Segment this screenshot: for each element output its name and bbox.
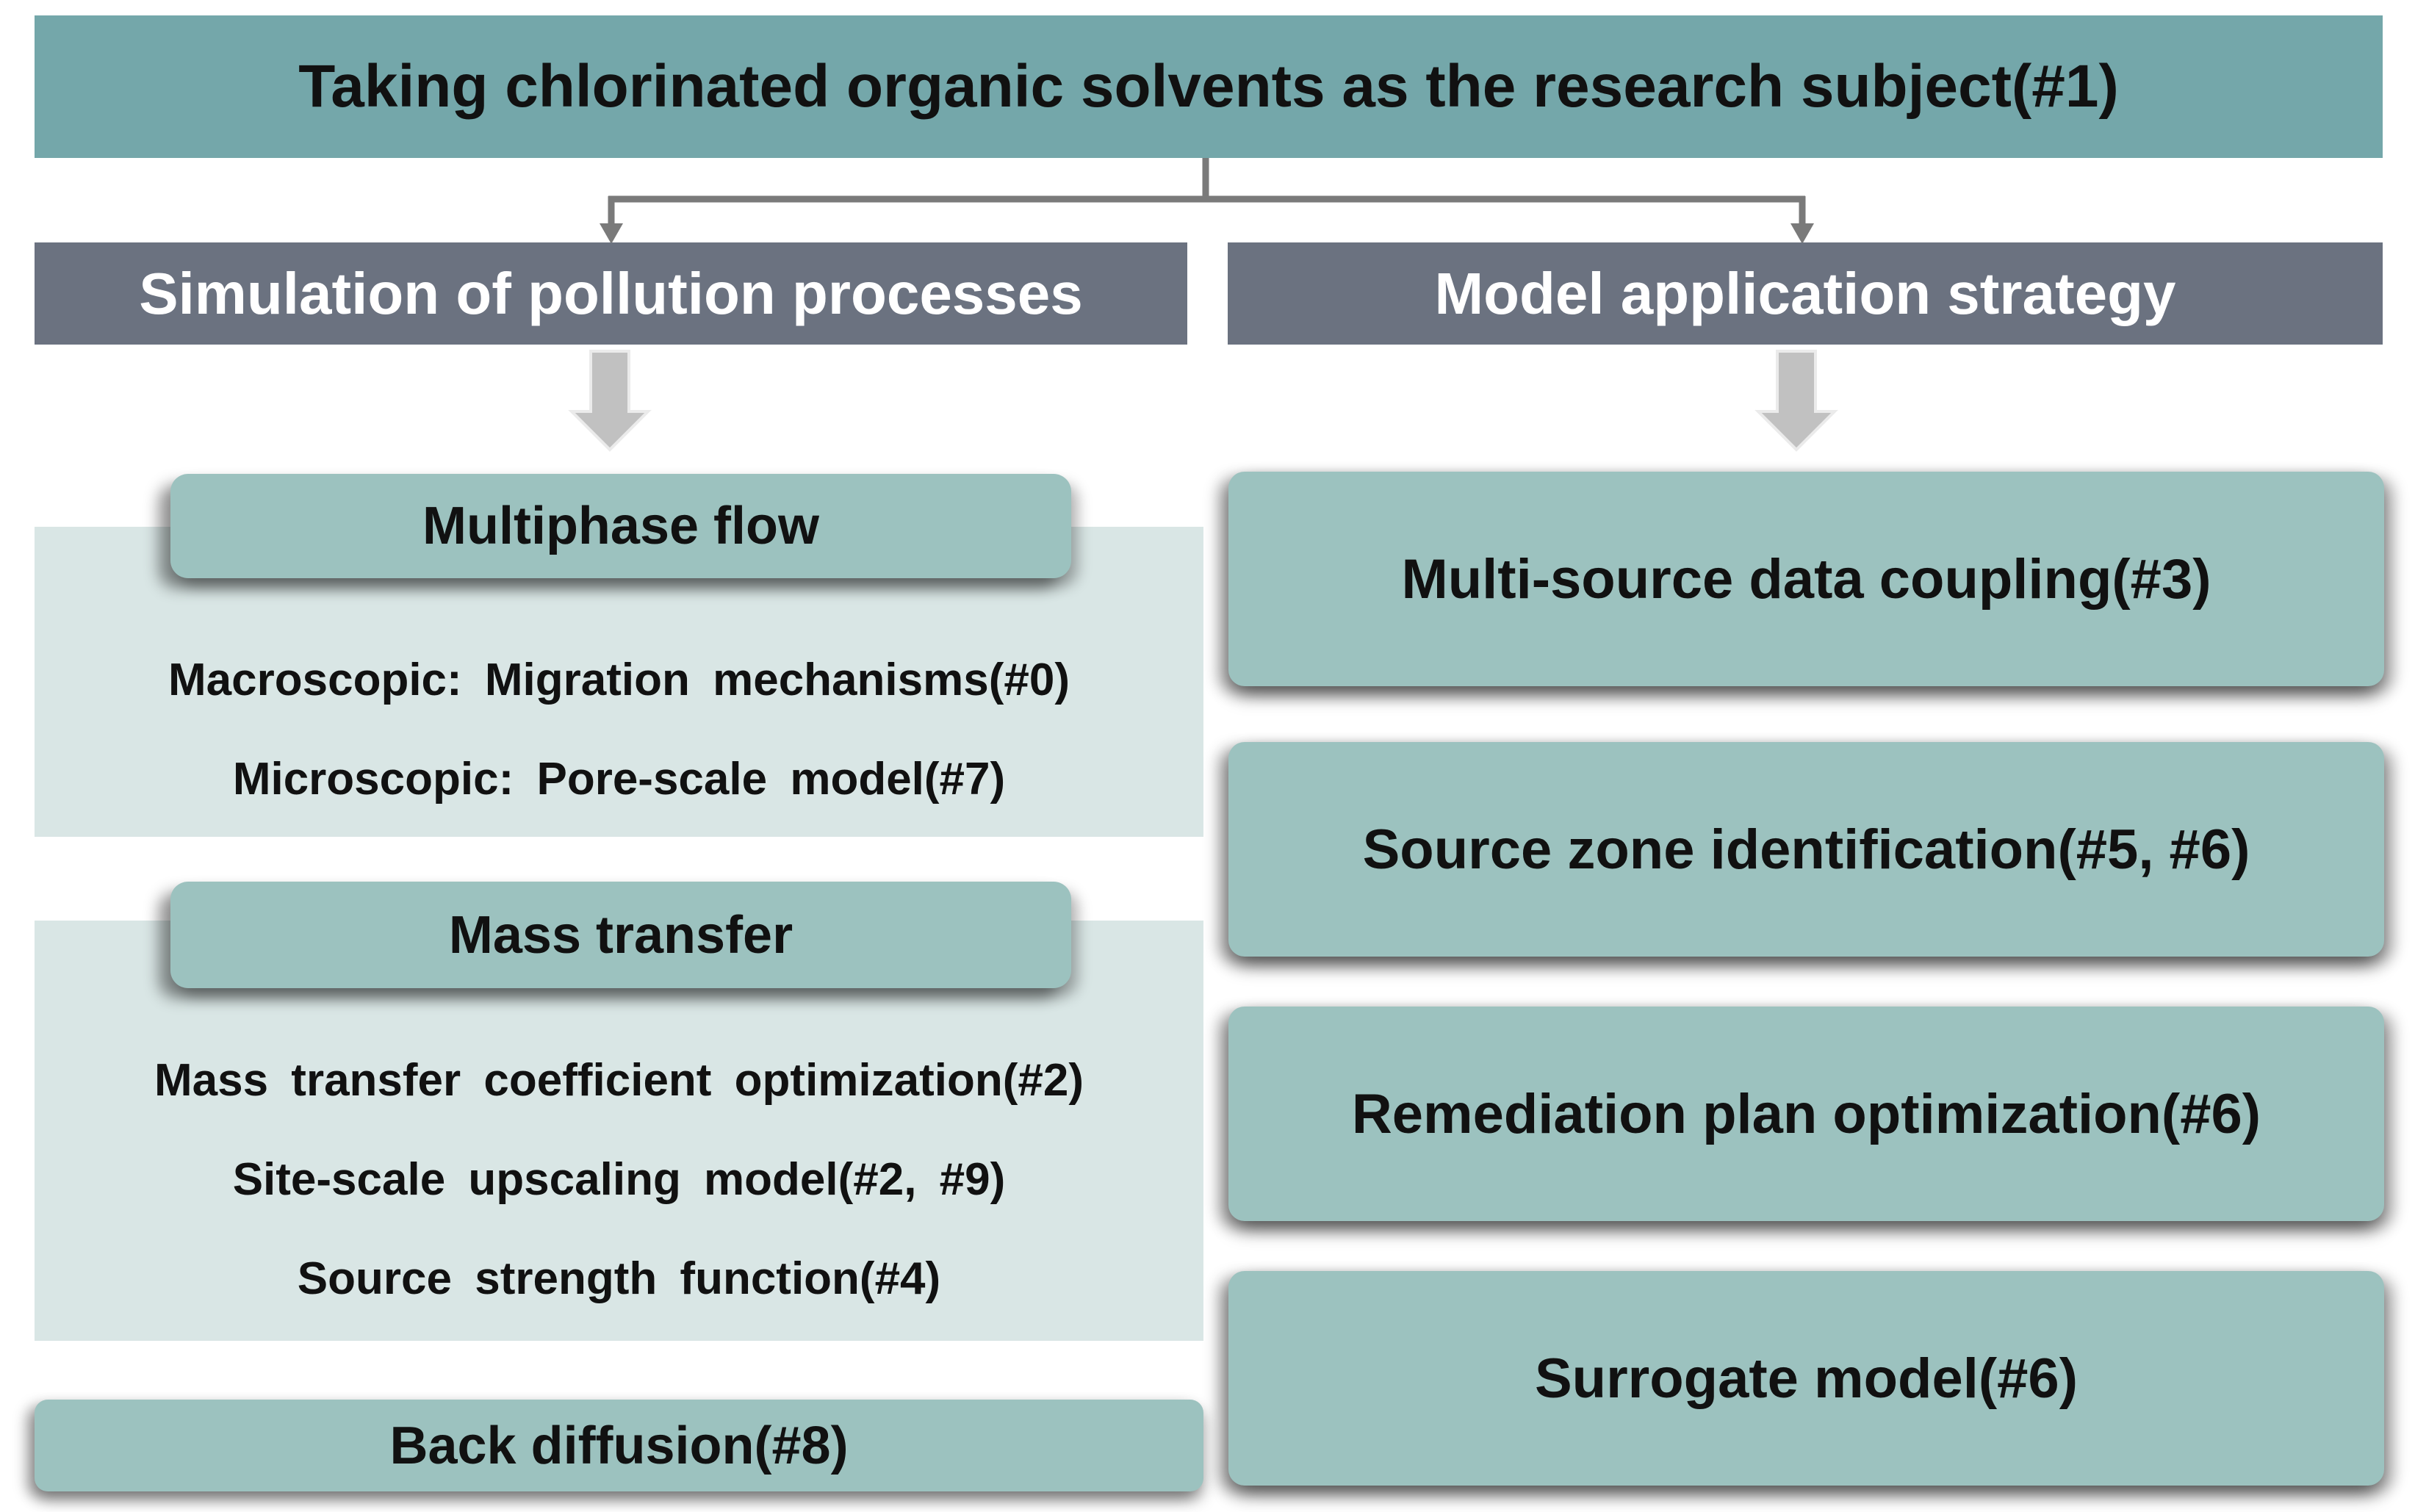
item-mass-transfer-coefficient: Mass transfer coefficient optimization(#… [154, 1054, 1084, 1106]
root-node-banner: Taking chlorinated organic solvents as t… [35, 15, 2383, 158]
item-source-strength-function: Source strength function(#4) [297, 1253, 941, 1304]
item-site-scale-upscaling: Site-scale upscaling model(#2, #9) [232, 1153, 1006, 1205]
node-source-zone-identification: Source zone identification(#5, #6) [1228, 742, 2384, 957]
arrowhead-left-icon [600, 223, 623, 244]
node-remediation-plan-optimization: Remediation plan optimization(#6) [1228, 1007, 2384, 1221]
panel-mass-transfer [35, 921, 1203, 1341]
node-back-diffusion: Back diffusion(#8) [35, 1400, 1203, 1491]
connector-lines [608, 158, 1806, 225]
block-down-arrow-right-icon [1754, 350, 1838, 452]
branch-header-strategy: Model application strategy [1228, 242, 2383, 345]
block-down-arrow-left-icon [568, 350, 652, 452]
arrowhead-right-icon [1790, 223, 1814, 244]
item-microscopic: Microscopic: Pore-scale model(#7) [232, 753, 1006, 804]
item-macroscopic: Macroscopic: Migration mechanisms(#0) [168, 654, 1070, 705]
node-mass-transfer: Mass transfer [170, 882, 1071, 988]
node-surrogate-model: Surrogate model(#6) [1228, 1271, 2384, 1486]
panel-multiphase-flow [35, 527, 1203, 837]
node-multiphase-flow: Multiphase flow [170, 474, 1071, 578]
node-multi-source-data-coupling: Multi-source data coupling(#3) [1228, 472, 2384, 686]
branch-header-simulation: Simulation of pollution processes [35, 242, 1187, 345]
